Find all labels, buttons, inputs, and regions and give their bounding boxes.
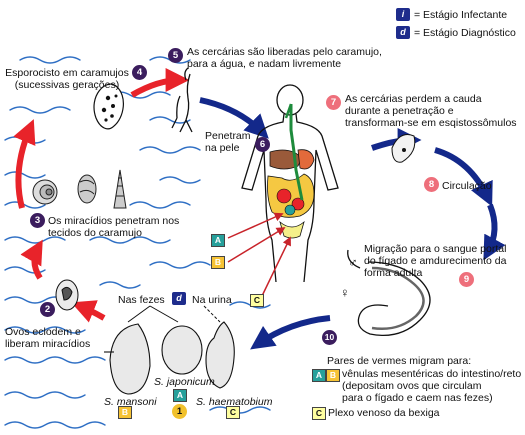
tag-b-mansoni: B	[118, 406, 132, 419]
arrow-eggs-to-hatching	[71, 300, 106, 323]
organ-pointers	[227, 212, 291, 297]
tag-a-japonicum: A	[173, 389, 187, 402]
egg-s-japonicum	[161, 325, 203, 375]
step-1-badge: 1	[172, 404, 187, 419]
step-3-badge: 3	[30, 213, 45, 228]
step-6-label: Penetram na pele	[205, 130, 251, 154]
cycle-arrows	[13, 68, 506, 350]
egg-s-haematobium-label: S. haematobium	[196, 396, 273, 408]
tag-b-body: B	[211, 256, 225, 269]
step-9-label: Migração para o sangue portal do fígado …	[364, 243, 507, 279]
eggs	[104, 321, 235, 395]
arrow-cercariae-to-skin	[199, 97, 269, 139]
legend-diagnostic-label: = Estágio Diagnóstico	[414, 27, 516, 39]
tag-c-sites: C	[312, 407, 326, 420]
step-5-badge: 5	[168, 48, 183, 63]
arrow-to-portal-blood	[483, 203, 506, 261]
male-symbol: ♂	[348, 255, 358, 270]
step-4-label: Esporocisto em caramujos (sucessivas ger…	[5, 67, 129, 91]
step-4-badge: 4	[132, 65, 147, 80]
step-2-badge: 2	[40, 302, 55, 317]
water-waves	[4, 56, 271, 429]
arrow-sporocyst-to-cercariae	[130, 68, 190, 98]
diagnostic-mark-eggs: d	[172, 292, 186, 305]
egg-s-haematobium	[205, 321, 235, 389]
snail-shells	[32, 169, 127, 209]
tag-a-sites: A	[312, 369, 326, 382]
step-10-label: Pares de vermes migram para:	[327, 355, 472, 367]
eggs-in-urine-label: Na urina	[192, 294, 232, 306]
legend-infective-label: = Estágio Infectante	[414, 9, 508, 21]
tag-c-body: C	[250, 294, 264, 307]
step-9-badge: 9	[459, 272, 474, 287]
step-6-badge: 6	[255, 137, 270, 152]
schistosomulum-figure	[391, 134, 416, 163]
adult-worm-pair	[347, 249, 431, 337]
tag-b-sites: B	[326, 369, 340, 382]
arrow-adults-to-eggs	[250, 315, 331, 350]
legend-diagnostic-mark: d	[396, 26, 410, 39]
tag-a-body: A	[211, 234, 225, 247]
sporocyst-figure	[93, 83, 124, 130]
female-symbol: ♀	[340, 285, 350, 300]
step-2-label: Ovos eclodem e liberam miracídios	[5, 326, 91, 350]
step-8-badge: 8	[424, 177, 439, 192]
tag-c-haematobium: C	[226, 406, 240, 419]
hatching-egg-figure	[55, 279, 79, 311]
egg-s-mansoni-label: S. mansoni	[104, 396, 157, 408]
arrow-snail-to-sporocyst	[13, 119, 36, 209]
internal-organs	[267, 103, 315, 239]
eggs-in-feces-label: Nas fezes	[118, 294, 165, 306]
arrow-to-circulation	[434, 147, 493, 207]
egg-s-mansoni	[109, 323, 151, 395]
cercaria-figure	[171, 67, 193, 133]
egg-s-japonicum-label: S. japonicum	[154, 376, 215, 388]
step-3-label: Os miracídios penetram nos tecidos do ca…	[48, 215, 180, 239]
arrow-miracidia-to-snail	[20, 239, 43, 280]
step-5-label: As cercárias são liberadas pelo caramujo…	[187, 46, 382, 70]
step-8-label: Circulação	[442, 180, 492, 192]
sites-c-description: Plexo venoso da bexiga	[328, 407, 440, 419]
step-10-badge: 10	[322, 330, 337, 345]
step-7-badge: 7	[326, 95, 341, 110]
sites-ab-description: vênulas mesentéricas do intestino/reto (…	[342, 368, 522, 404]
step-7-label: As cercárias perdem a cauda durante a pe…	[345, 93, 517, 129]
legend-infective-mark: i	[396, 8, 410, 21]
egg-pointer-lines	[127, 305, 221, 323]
